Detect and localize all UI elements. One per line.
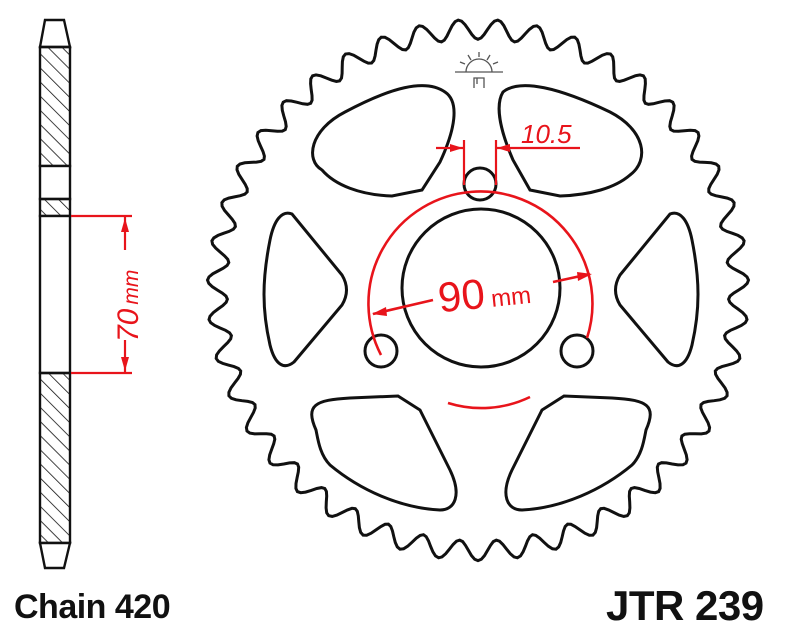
lightening-hole-top-right xyxy=(497,84,644,198)
bolt-hole-top xyxy=(462,166,498,202)
side-view-small-hatch xyxy=(38,197,72,218)
side-view xyxy=(38,18,72,570)
lightening-holes xyxy=(262,84,700,512)
center-bore xyxy=(400,207,562,369)
lightening-hole-bottom-left xyxy=(310,394,458,512)
bolt-hole-label: 10.5 xyxy=(521,119,572,149)
bolt-circle-dimension xyxy=(367,190,594,410)
lightening-hole-top-left xyxy=(311,84,456,198)
side-view-hub-gap xyxy=(38,164,72,201)
sprocket-teeth-outline xyxy=(205,18,751,563)
lightening-hole-right xyxy=(614,211,700,368)
hub-width-label: 70mm xyxy=(112,270,145,342)
bolt-hole-left xyxy=(363,333,399,369)
side-view-top-hatch xyxy=(38,45,72,168)
side-view-bottom-hatch xyxy=(38,371,72,545)
side-view-hub xyxy=(38,214,72,375)
side-view-bottom-tooth xyxy=(38,541,72,570)
bolt-hole-dimension xyxy=(436,140,580,185)
lightening-hole-bottom-right xyxy=(504,394,652,512)
chain-size-label: Chain 420 xyxy=(14,588,171,626)
lightening-hole-left xyxy=(262,211,348,368)
manufacturer-sun-logo-icon xyxy=(455,52,503,88)
part-number-label: JTR 239 xyxy=(606,582,764,629)
side-view-top-tooth xyxy=(38,18,72,49)
bolt-hole-right xyxy=(559,333,595,369)
hub-width-dimension xyxy=(71,214,132,375)
